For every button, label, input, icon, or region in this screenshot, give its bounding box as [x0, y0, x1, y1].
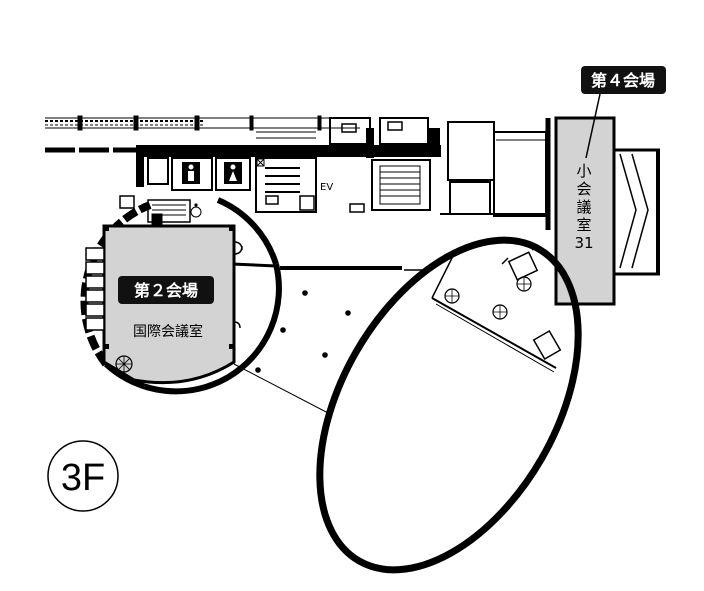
west-stair [147, 199, 191, 227]
venue-2-badge-label: 第２会場 [134, 281, 198, 300]
venue-2-doors-east [233, 241, 243, 329]
venue-2-room-name: 国際会議室 [133, 323, 203, 340]
north-facade [45, 115, 360, 131]
misc-doors [119, 121, 403, 213]
venue-4-name-char-1: 小 [576, 162, 591, 180]
restroom-female-icon [224, 162, 242, 184]
venue-4-name-char-2: 会 [576, 180, 591, 198]
floor-badge: 3F [47, 440, 119, 512]
venue-4-room-name: 小 会 議 室 31 [574, 162, 593, 252]
ellipse-stage-structure [501, 245, 539, 281]
venue-4-name-char-3: 議 [576, 198, 591, 216]
venue-4-leader [585, 93, 601, 159]
accessible-icon [190, 203, 202, 218]
spiral-stair-icon [444, 276, 532, 320]
venue-2-badge: 第２会場 [118, 276, 214, 304]
venue-4-badge-label: 第４会場 [591, 71, 655, 90]
elliptical-hall [316, 236, 582, 574]
venue-2-seating-west [85, 247, 105, 331]
venue-4-badge: 第４会場 [581, 66, 666, 94]
venue-4-name-char-5: 31 [574, 234, 593, 252]
east-rooms [440, 121, 547, 217]
service-core [147, 117, 429, 213]
restroom-male-icon [182, 162, 200, 184]
elevator-label: EV [320, 182, 333, 193]
spiral-stair-icon [115, 355, 133, 373]
venue-4-name-char-4: 室 [576, 216, 591, 234]
stair-icon [371, 159, 431, 211]
atrium [233, 266, 430, 415]
venue-2-room [102, 224, 236, 385]
floor-badge-label: 3F [61, 457, 105, 499]
elevator-marker [256, 158, 265, 167]
